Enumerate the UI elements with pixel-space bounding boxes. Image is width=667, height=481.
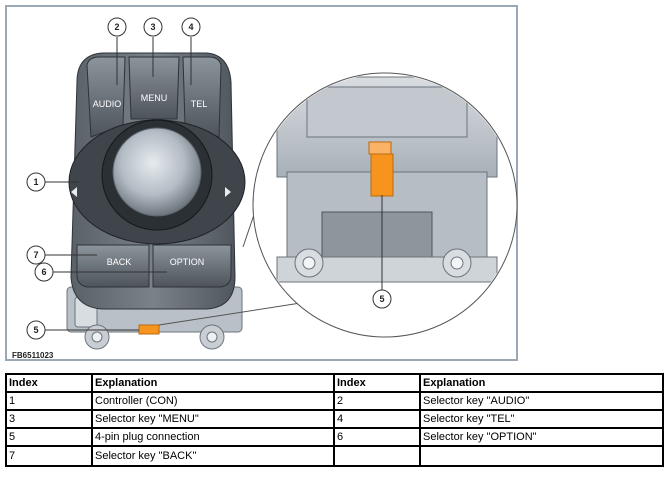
key-tel: TEL (182, 56, 222, 138)
key-tel-label: TEL (191, 99, 208, 109)
table-row: 7 Selector key "BACK" (5, 445, 664, 467)
arrow-right-icon (225, 187, 231, 197)
plug-connection-icon (370, 153, 394, 197)
cell-index: 3 (5, 409, 93, 429)
cell-index: 2 (333, 391, 421, 411)
header-explanation-1: Explanation (91, 373, 335, 393)
key-option: OPTION (152, 244, 232, 288)
figure-id: FB6511023 (12, 351, 54, 360)
cell-index (333, 445, 421, 467)
cell-explanation: Selector key "BACK" (91, 445, 335, 467)
cell-index: 6 (333, 427, 421, 447)
callout-2: 2 (107, 17, 127, 37)
legend-table: Index Explanation Index Explanation 1 Co… (5, 373, 664, 467)
callout-4: 4 (181, 17, 201, 37)
cell-index: 1 (5, 391, 93, 411)
diagram-figure: AUDIO MENU TEL BACK OPTION (5, 5, 518, 361)
key-audio: AUDIO (86, 56, 126, 138)
controller-knob (68, 119, 246, 245)
table-row: 1 Controller (CON) 2 Selector key "AUDIO… (5, 391, 664, 411)
cell-explanation: Selector key "AUDIO" (419, 391, 664, 411)
svg-text:7: 7 (33, 250, 38, 260)
key-option-label: OPTION (170, 257, 205, 267)
cell-index: 7 (5, 445, 93, 467)
header-explanation-2: Explanation (419, 373, 664, 393)
svg-text:4: 4 (188, 22, 193, 32)
cell-explanation: Controller (CON) (91, 391, 335, 411)
key-back-label: BACK (107, 257, 132, 267)
svg-text:2: 2 (114, 22, 119, 32)
arrow-left-icon (71, 187, 77, 197)
header-index-2: Index (333, 373, 421, 393)
svg-text:1: 1 (33, 177, 38, 187)
callout-5: 5 (26, 320, 46, 340)
cell-explanation: Selector key "TEL" (419, 409, 664, 429)
cell-index: 5 (5, 427, 93, 447)
callout-7: 7 (26, 245, 46, 265)
key-audio-label: AUDIO (93, 99, 122, 109)
detail-view (252, 72, 518, 338)
table-header-row: Index Explanation Index Explanation (5, 373, 664, 393)
svg-text:5: 5 (379, 294, 384, 304)
cell-explanation: 4-pin plug connection (91, 427, 335, 447)
zoom-line-lower (158, 301, 308, 326)
header-index-1: Index (5, 373, 93, 393)
table-row: 5 4-pin plug connection 6 Selector key "… (5, 427, 664, 447)
callout-5-detail: 5 (372, 289, 392, 309)
cell-explanation: Selector key "MENU" (91, 409, 335, 429)
key-back: BACK (76, 244, 150, 288)
cell-explanation (419, 445, 664, 467)
controller-illustration: AUDIO MENU TEL BACK OPTION (26, 17, 518, 350)
callout-3: 3 (143, 17, 163, 37)
key-menu: MENU (128, 56, 180, 120)
callout-6: 6 (34, 262, 54, 282)
svg-text:3: 3 (150, 22, 155, 32)
svg-text:5: 5 (33, 325, 38, 335)
cell-index: 4 (333, 409, 421, 429)
table-row: 3 Selector key "MENU" 4 Selector key "TE… (5, 409, 664, 429)
callout-lines (43, 37, 383, 331)
key-menu-label: MENU (141, 93, 168, 103)
svg-text:6: 6 (41, 267, 46, 277)
callout-1: 1 (26, 172, 46, 192)
cell-explanation: Selector key "OPTION" (419, 427, 664, 447)
